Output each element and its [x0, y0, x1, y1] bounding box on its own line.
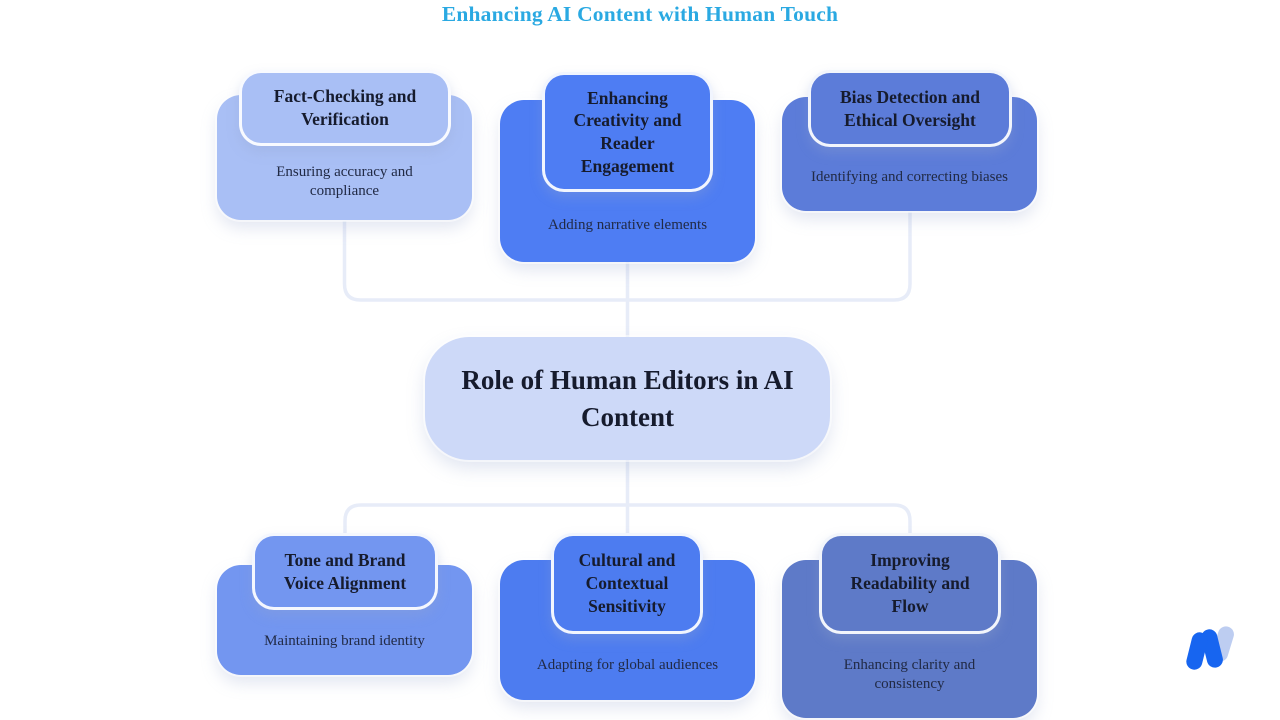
node-readability-title: Improving Readability and Flow — [819, 533, 1001, 634]
connector-bottom-bracket — [343, 503, 912, 534]
node-bias-description: Identifying and correcting biases — [810, 169, 1008, 186]
node-tone-description: Maintaining brand identity — [264, 632, 425, 649]
page-title: Enhancing AI Content with Human Touch — [441, 2, 839, 26]
node-cultural-title: Cultural and Contextual Sensitivity — [551, 533, 703, 634]
w-brand-logo-icon — [1186, 626, 1234, 670]
logo-dark-pill-left — [1186, 632, 1208, 670]
node-readability-description: Enhancing clarity and consistency — [843, 656, 976, 692]
node-fact-checking-description: Ensuring accuracy and compliance — [276, 163, 413, 199]
node-creativity-description: Adding narrative elements — [547, 217, 708, 234]
node-fact-checking-title: Fact-Checking and Verification — [239, 70, 451, 146]
central-node: Role of Human Editors in AI Content — [425, 337, 830, 460]
node-bias-title: Bias Detection and Ethical Oversight — [808, 70, 1012, 147]
node-tone-title: Tone and Brand Voice Alignment — [252, 533, 438, 610]
node-creativity-title: Enhancing Creativity and Reader Engageme… — [542, 72, 713, 192]
node-cultural-description: Adapting for global audiences — [536, 657, 719, 674]
